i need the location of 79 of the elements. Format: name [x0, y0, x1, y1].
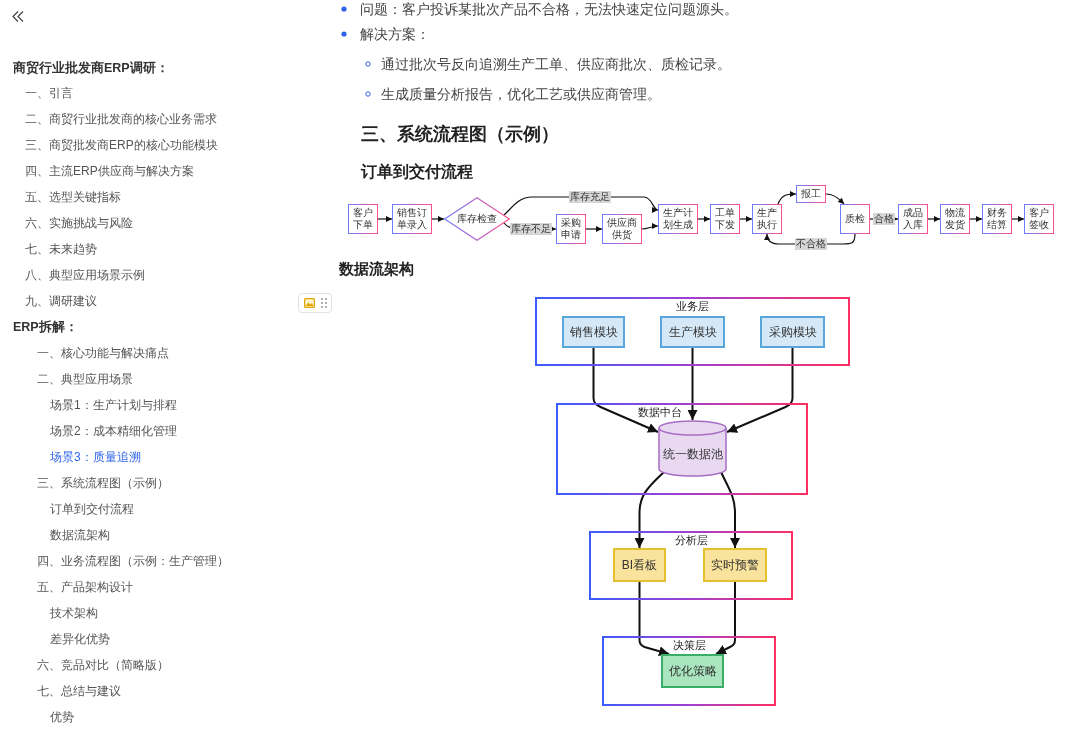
nav-link: 订单到交付流程 [50, 501, 134, 517]
process-box: 成品入库 [898, 204, 928, 234]
process-box: 销售订单录入 [392, 204, 432, 234]
list-item-text: 生成质量分析报告，优化工艺或供应商管理。 [381, 85, 661, 103]
process-box: 供应商供货 [602, 214, 642, 244]
subsection-heading: 数据流架构 [339, 258, 414, 279]
arrow [825, 193, 845, 205]
process-box: 物流发货 [940, 204, 970, 234]
process-box: 报工 [796, 185, 826, 203]
process-box: 生产计划生成 [658, 204, 698, 234]
module-box: BI看板 [613, 548, 666, 582]
nav-link: 六、实施挑战与风险 [25, 215, 133, 231]
layer-title: 决策层 [672, 639, 706, 652]
nav-link: 场景1：生产计划与排程 [50, 397, 177, 413]
arrow [638, 581, 670, 657]
arrow [377, 216, 393, 222]
module-box: 销售模块 [562, 316, 625, 348]
nav-link: 优势 [50, 709, 74, 725]
nav-link: 七、未来趋势 [25, 241, 97, 257]
nav-link: 场景3：质量追溯 [50, 449, 141, 465]
nav-link: 二、典型应用场景 [37, 371, 133, 387]
nav-link: 九、调研建议 [25, 293, 97, 309]
arrow [739, 216, 753, 222]
edge-label: 库存不足 [510, 223, 552, 235]
process-box: 客户下单 [348, 204, 378, 234]
arrow [585, 226, 603, 232]
nav-link: 一、核心功能与解决痛点 [37, 345, 169, 361]
layer-title: 分析层 [674, 534, 708, 547]
nav-link: 六、竞品对比（简略版） [37, 657, 169, 673]
list-item-text: 问题：客户投诉某批次产品不合格，无法快速定位问题源头。 [360, 0, 738, 18]
arrow [634, 471, 665, 549]
list-item-text: 通过批次号反向追溯生产工单、供应商批次、质检记录。 [381, 55, 731, 73]
database-cylinder: 统一数据池 [658, 420, 727, 477]
nav-heading: ERP拆解： [13, 319, 78, 335]
process-box: 采购申请 [556, 214, 586, 244]
arrow [641, 223, 659, 230]
nav-link: 四、主流ERP供应商与解决方案 [25, 163, 194, 179]
arrow [431, 216, 445, 222]
nav-link: 一、引言 [25, 85, 73, 101]
module-box: 实时预警 [703, 548, 767, 582]
edge-label: 库存充足 [569, 191, 611, 203]
arrow [720, 471, 740, 549]
nav-link: 五、产品架构设计 [37, 579, 133, 595]
arrow [726, 347, 794, 433]
nav-link: 八、典型应用场景示例 [25, 267, 145, 283]
nav-link: 四、业务流程图（示例：生产管理） [37, 553, 229, 569]
subsection-heading: 订单到交付流程 [361, 162, 473, 182]
nav-link: 二、商贸行业批发商的核心业务需求 [25, 111, 217, 127]
nav-link: 五、选型关键指标 [25, 189, 121, 205]
module-box: 采购模块 [760, 316, 825, 348]
arrow [687, 347, 698, 421]
module-box: 优化策略 [661, 654, 724, 688]
process-box: 财务结算 [982, 204, 1012, 234]
nav-link: 场景2：成本精细化管理 [50, 423, 177, 439]
nav-link: 七、总结与建议 [37, 683, 121, 699]
arrow [592, 347, 659, 433]
nav-heading: 商贸行业批发商ERP调研： [13, 60, 169, 76]
process-box: 客户签收 [1024, 204, 1054, 234]
arrow [1011, 216, 1025, 222]
nav-link: 三、商贸批发商ERP的核心功能模块 [25, 137, 218, 153]
nav-link: 数据流架构 [50, 527, 110, 543]
nav-link: 三、系统流程图（示例） [37, 475, 169, 491]
layer-title: 业务层 [676, 300, 709, 313]
process-box: 工单下发 [710, 204, 740, 234]
edge-label: 不合格 [795, 238, 827, 250]
arrow [969, 216, 983, 222]
arrow [777, 191, 797, 205]
process-box: 质检 [840, 204, 870, 234]
nav-link: 差异化优势 [50, 631, 110, 647]
decision-diamond: 库存检查 [444, 197, 510, 241]
list-item-text: 解决方案： [360, 25, 430, 43]
arrow [697, 216, 711, 222]
nav-link: 技术架构 [50, 605, 98, 621]
arrow [715, 581, 736, 655]
arrow [927, 216, 941, 222]
section-heading: 三、系统流程图（示例） [361, 123, 559, 146]
layer-title: 数据中台 [638, 406, 682, 419]
module-box: 生产模块 [660, 316, 725, 348]
process-box: 生产执行 [752, 204, 782, 234]
